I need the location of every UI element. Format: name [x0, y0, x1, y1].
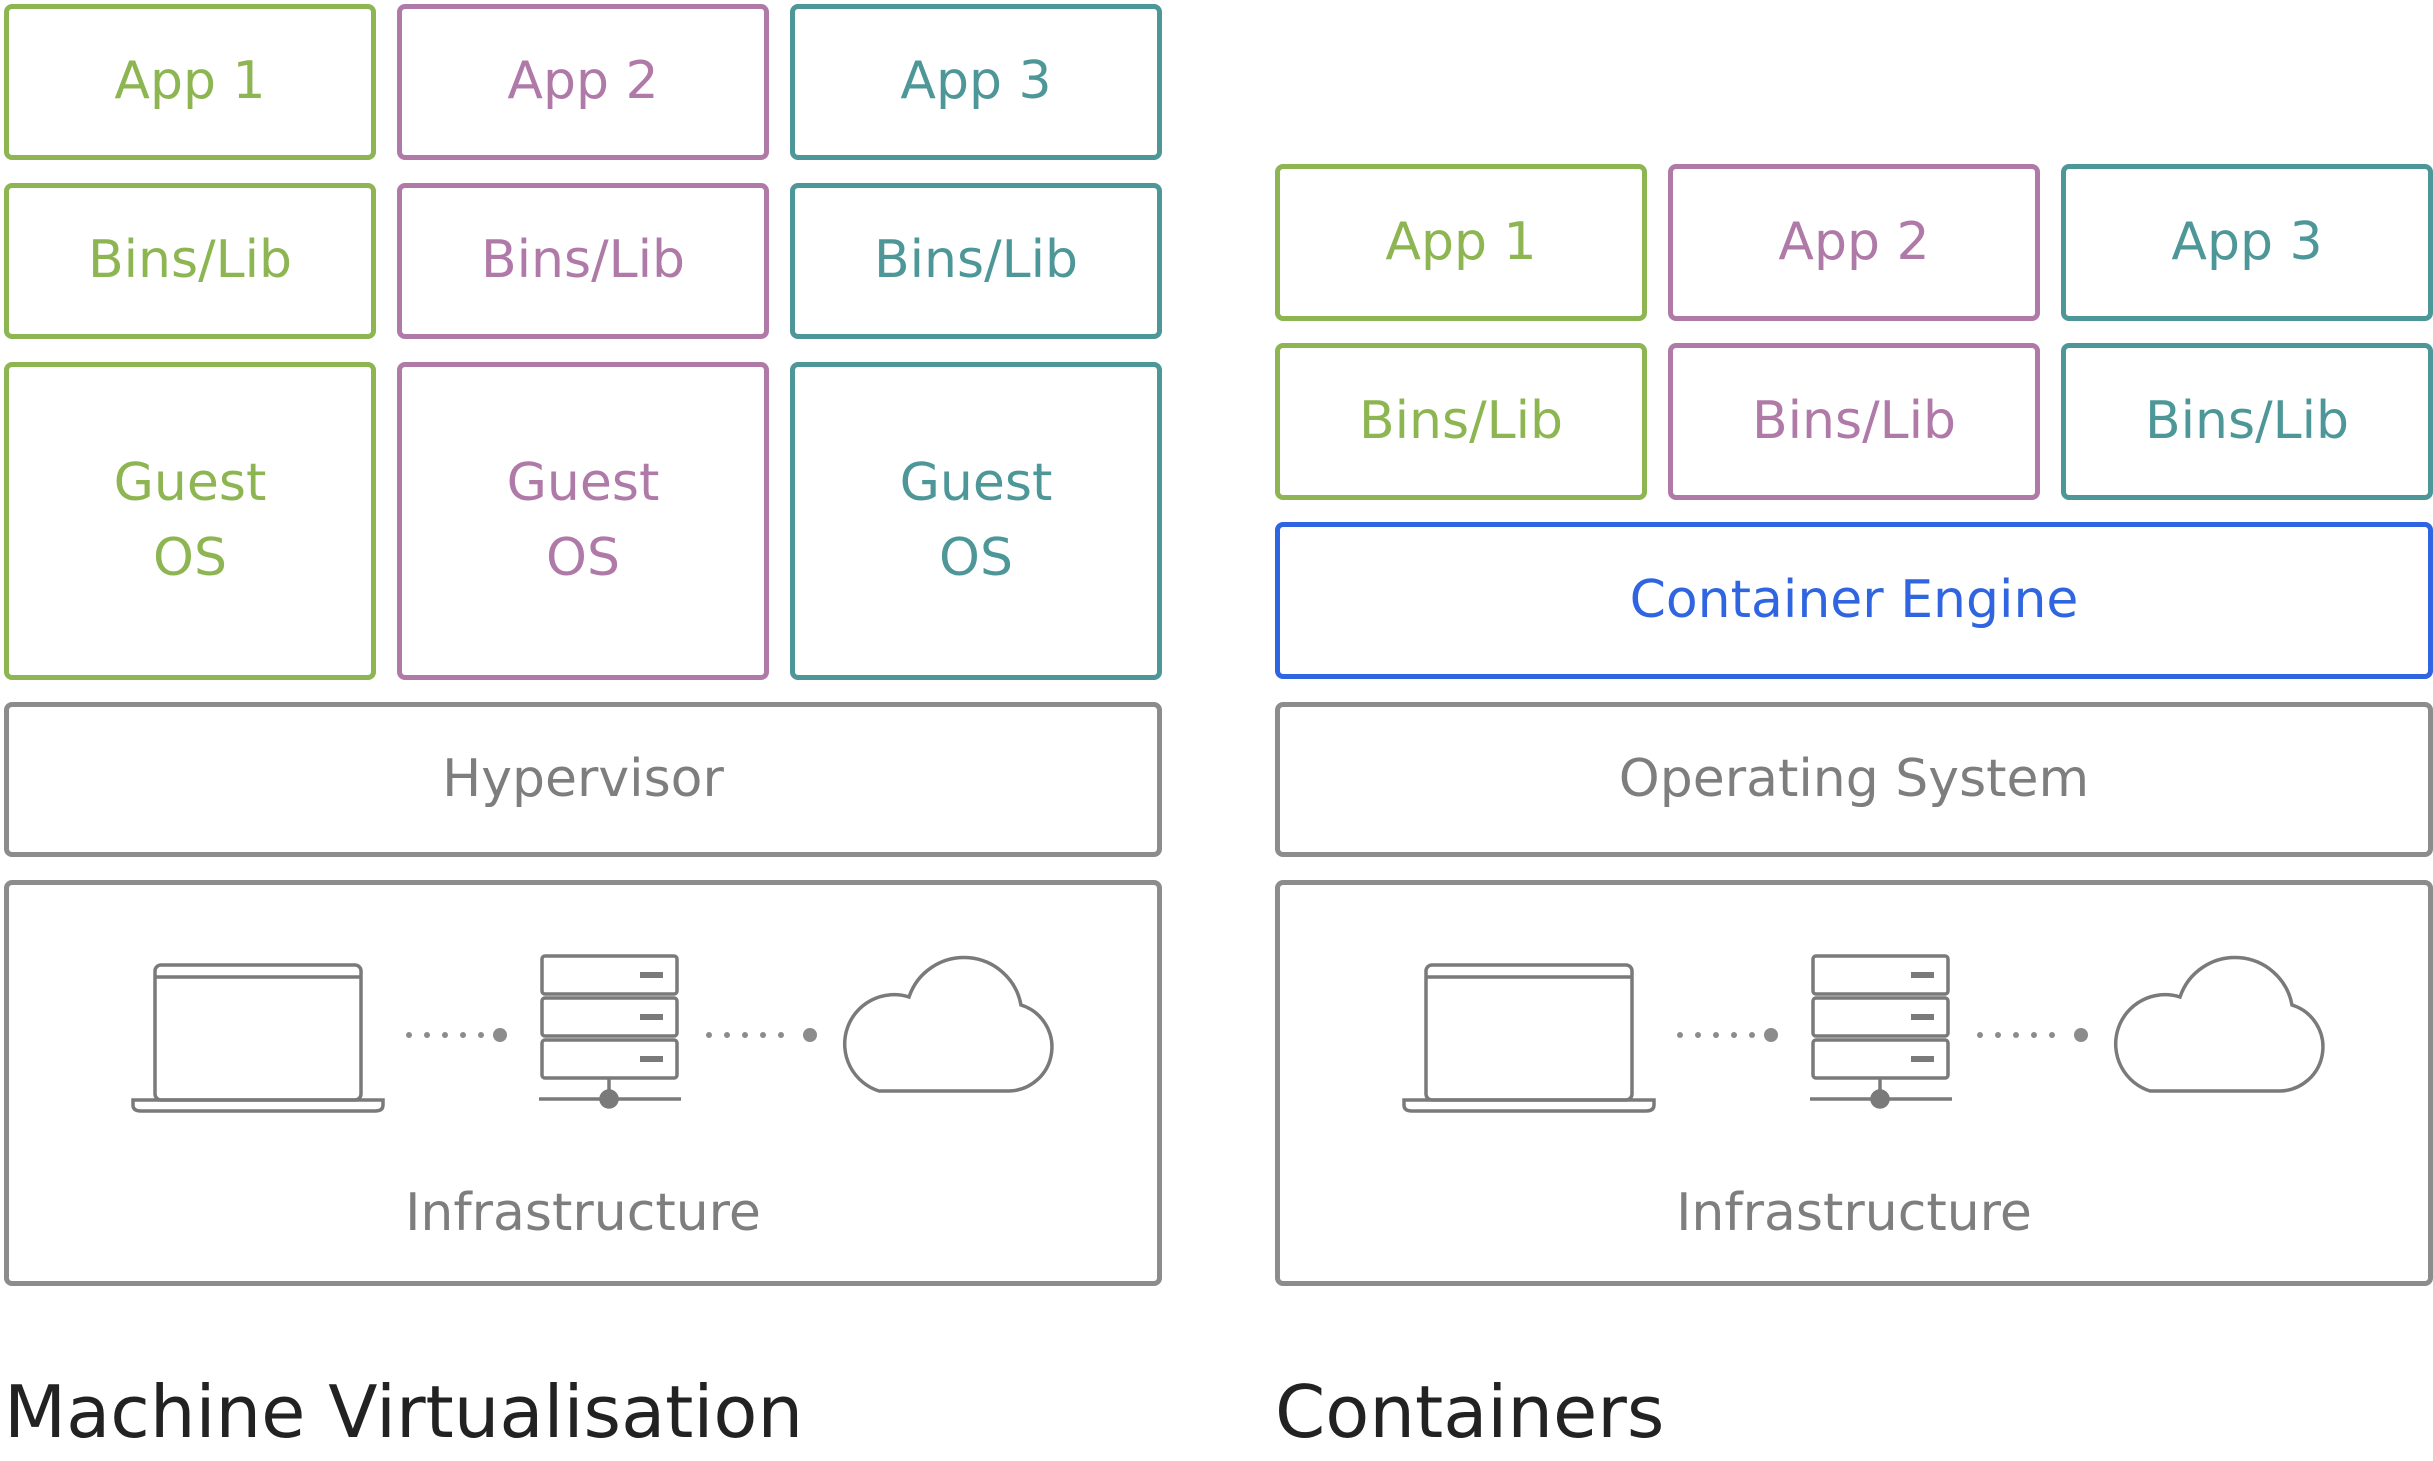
container-engine-label: Container Engine [1629, 569, 2079, 630]
dotted-connector-icon [1677, 1028, 1778, 1042]
vm-caption: Machine Virtualisation [4, 1370, 804, 1454]
vm-bins-3-box: Bins/Lib [790, 183, 1162, 339]
container-app-3-box: App 3 [2061, 164, 2433, 321]
vm-guest-os-3-box: Guest OS [790, 362, 1162, 680]
dotted-connector-icon [1977, 1028, 2088, 1042]
container-bins-3-box: Bins/Lib [2061, 343, 2433, 500]
vm-guest-os-2-box: Guest OS [397, 362, 769, 680]
vm-app-1-label: App 1 [114, 51, 266, 112]
server-icon [1810, 954, 1952, 1109]
dotted-connector-icon [706, 1028, 817, 1042]
hypervisor-box: Hypervisor [4, 702, 1162, 857]
container-app-2-label: App 2 [1778, 211, 1930, 272]
vm-app-1-box: App 1 [4, 4, 376, 160]
container-app-1-label: App 1 [1385, 211, 1537, 272]
laptop-icon [131, 963, 385, 1113]
vm-guest-os-3-label: Guest OS [899, 452, 1053, 588]
container-bins-2-box: Bins/Lib [1668, 343, 2040, 500]
container-bins-3-label: Bins/Lib [2144, 390, 2350, 451]
laptop-icon [1402, 963, 1656, 1113]
vm-app-2-box: App 2 [397, 4, 769, 160]
hypervisor-label: Hypervisor [442, 748, 724, 809]
container-app-1-box: App 1 [1275, 164, 1647, 321]
vm-guest-os-1-box: Guest OS [4, 362, 376, 680]
vm-app-2-label: App 2 [507, 51, 659, 112]
container-bins-1-label: Bins/Lib [1358, 390, 1564, 451]
operating-system-label: Operating System [1618, 748, 2090, 809]
vm-bins-1-label: Bins/Lib [87, 230, 293, 291]
operating-system-box: Operating System [1275, 702, 2433, 857]
vm-bins-2-label: Bins/Lib [480, 230, 686, 291]
vm-bins-2-box: Bins/Lib [397, 183, 769, 339]
vm-infrastructure-box: Infrastructure [4, 880, 1162, 1286]
container-engine-box: Container Engine [1275, 522, 2433, 679]
vm-bins-3-label: Bins/Lib [873, 230, 1079, 291]
container-app-3-label: App 3 [2171, 211, 2323, 272]
vm-app-3-box: App 3 [790, 4, 1162, 160]
dotted-connector-icon [406, 1028, 507, 1042]
container-bins-2-label: Bins/Lib [1751, 390, 1957, 451]
vm-bins-1-box: Bins/Lib [4, 183, 376, 339]
cloud-icon [842, 955, 1054, 1093]
cloud-icon [2113, 955, 2325, 1093]
container-infrastructure-label: Infrastructure [1676, 1183, 2032, 1243]
container-infrastructure-box: Infrastructure [1275, 880, 2433, 1286]
container-bins-1-box: Bins/Lib [1275, 343, 1647, 500]
container-app-2-box: App 2 [1668, 164, 2040, 321]
vm-infrastructure-label: Infrastructure [405, 1183, 761, 1243]
vm-guest-os-1-label: Guest OS [113, 452, 267, 588]
server-icon [539, 954, 681, 1109]
vm-guest-os-2-label: Guest OS [506, 452, 660, 588]
vm-app-3-label: App 3 [900, 51, 1052, 112]
containers-caption: Containers [1275, 1370, 1665, 1454]
